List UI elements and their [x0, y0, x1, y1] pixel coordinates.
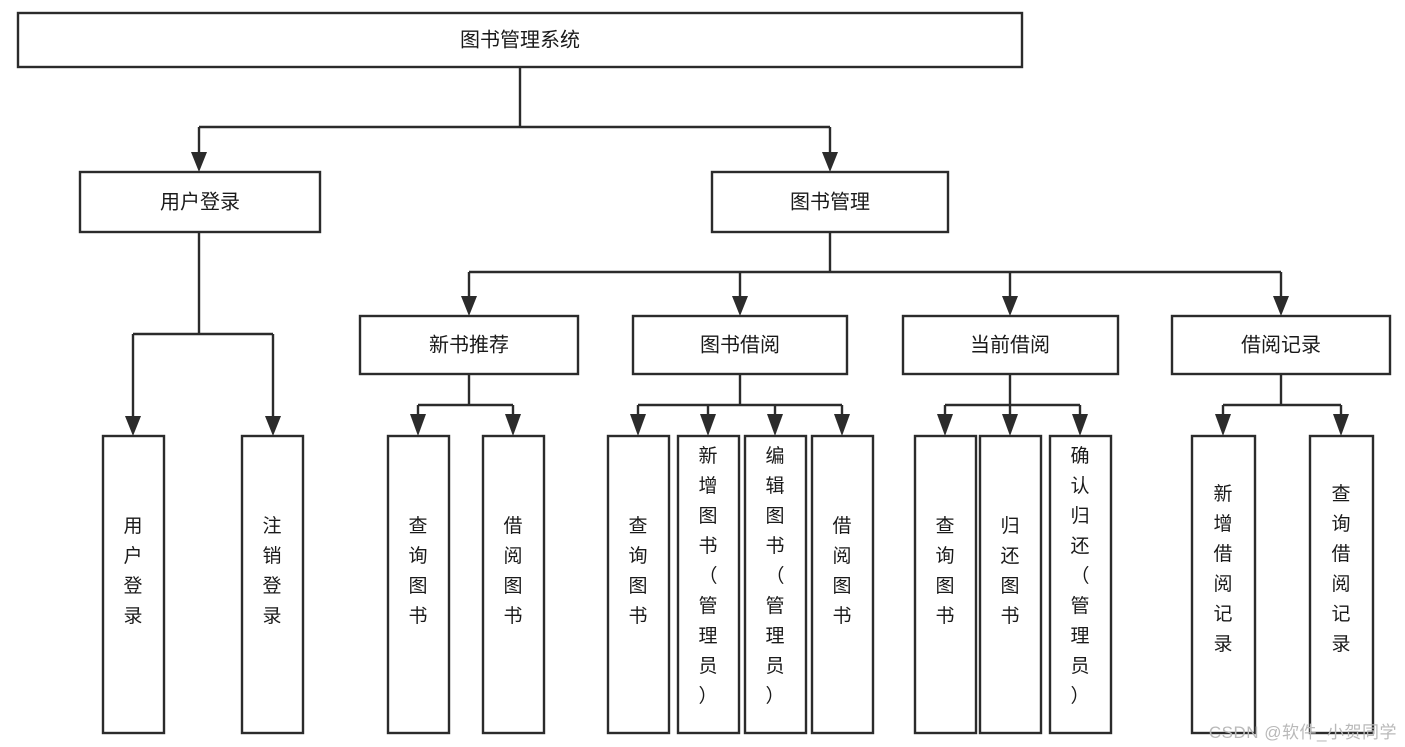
arrow-book-mgmt-to-record [1273, 296, 1289, 316]
arrow-newbook-leaf-2 [505, 414, 521, 436]
arrow-user-login-leaf-1 [125, 416, 141, 436]
arrow-record-leaf-2 [1333, 414, 1349, 436]
node-new-book-recommend[interactable]: 新书推荐 [358, 314, 580, 376]
node-book-management[interactable]: 图书管理 [710, 170, 950, 234]
leaf-node[interactable]: 编辑图书（管理员） [743, 434, 808, 735]
leaf-add-book-admin-box[interactable] [676, 434, 741, 735]
leaf-node[interactable]: 查询图书 [913, 434, 978, 735]
arrow-borrow-leaf-1 [630, 414, 646, 436]
connector-layer [125, 67, 1349, 436]
node-current-borrow-label: 当前借阅 [970, 333, 1050, 356]
leaf-node[interactable]: 查询借阅记录 [1308, 434, 1375, 735]
leaf-node[interactable]: 新增图书（管理员） [676, 434, 741, 735]
arrow-user-login-leaf-2 [265, 416, 281, 436]
node-user-login-label: 用户登录 [160, 190, 240, 213]
leaf-logout-label: 注销登录 [262, 515, 281, 627]
leaf-node[interactable]: 查询图书 [606, 434, 671, 735]
leaf-node[interactable]: 查询图书 [386, 434, 451, 735]
node-current-borrow-box[interactable] [901, 314, 1120, 376]
leaf-return-book-label: 归还图书 [1000, 515, 1019, 627]
arrow-borrow-leaf-4 [834, 414, 850, 436]
arrow-record-leaf-1 [1215, 414, 1231, 436]
leaf-borrow-book-box[interactable] [810, 434, 875, 735]
node-new-book-recommend-box[interactable] [358, 314, 580, 376]
node-root-label: 图书管理系统 [460, 28, 580, 51]
leaf-newbook-query-label: 查询图书 [408, 515, 427, 627]
arrow-current-leaf-1 [937, 414, 953, 436]
leaf-query-record-box[interactable] [1308, 434, 1375, 735]
leaf-node[interactable]: 借阅图书 [810, 434, 875, 735]
node-root[interactable]: 图书管理系统 [16, 11, 1024, 69]
arrow-newbook-leaf-1 [410, 414, 426, 436]
arrow-current-leaf-3 [1072, 414, 1088, 436]
arrow-current-leaf-2 [1002, 414, 1018, 436]
arrow-book-mgmt-to-borrow [732, 296, 748, 316]
leaf-node[interactable]: 注销登录 [240, 434, 305, 735]
leaf-newbook-query-box[interactable] [386, 434, 451, 735]
leaf-newbook-borrow-box[interactable] [481, 434, 546, 735]
leaf-node[interactable]: 借阅图书 [481, 434, 546, 735]
leaf-add-record-label: 新增借阅记录 [1213, 483, 1232, 655]
leaf-confirm-return-admin-label: 确认归还（管理员） [1070, 445, 1089, 707]
leaf-current-query-box[interactable] [913, 434, 978, 735]
node-book-borrow[interactable]: 图书借阅 [631, 314, 849, 376]
node-user-login[interactable]: 用户登录 [78, 170, 322, 234]
leaf-current-query-label: 查询图书 [935, 515, 954, 627]
leaf-node[interactable]: 确认归还（管理员） [1048, 434, 1113, 735]
leaf-return-book-box[interactable] [978, 434, 1043, 735]
arrow-root-to-book-mgmt [822, 152, 838, 172]
leaf-add-book-admin-label: 新增图书（管理员） [698, 445, 717, 707]
leaf-edit-book-admin-box[interactable] [743, 434, 808, 735]
leaf-user-login-box[interactable] [101, 434, 166, 735]
leaf-node[interactable]: 新增借阅记录 [1190, 434, 1257, 735]
arrow-borrow-leaf-2 [700, 414, 716, 436]
node-borrow-record[interactable]: 借阅记录 [1170, 314, 1392, 376]
leaf-borrow-query-label: 查询图书 [628, 515, 647, 627]
arrow-borrow-leaf-3 [767, 414, 783, 436]
node-current-borrow[interactable]: 当前借阅 [901, 314, 1120, 376]
node-new-book-recommend-label: 新书推荐 [429, 333, 509, 356]
leaf-borrow-book-label: 借阅图书 [832, 515, 851, 627]
arrow-book-mgmt-to-current [1002, 296, 1018, 316]
leaf-edit-book-admin-label: 编辑图书（管理员） [765, 445, 784, 707]
leaf-node[interactable]: 用户登录 [101, 434, 166, 735]
leaf-confirm-return-admin-box[interactable] [1048, 434, 1113, 735]
leaf-user-login-label: 用户登录 [123, 516, 142, 627]
node-borrow-record-label: 借阅记录 [1241, 333, 1321, 356]
leaf-borrow-query-box[interactable] [606, 434, 671, 735]
leaf-node[interactable]: 归还图书 [978, 434, 1043, 735]
node-book-borrow-box[interactable] [631, 314, 849, 376]
arrow-root-to-user-login [191, 152, 207, 172]
leaf-add-record-box[interactable] [1190, 434, 1257, 735]
node-book-borrow-label: 图书借阅 [700, 333, 780, 356]
leaf-logout-box[interactable] [240, 434, 305, 735]
node-user-login-box[interactable] [78, 170, 322, 234]
leaf-query-record-label: 查询借阅记录 [1331, 483, 1350, 655]
node-root-box[interactable] [16, 11, 1024, 69]
arrow-book-mgmt-to-newbook [461, 296, 477, 316]
node-borrow-record-box[interactable] [1170, 314, 1392, 376]
node-book-management-box[interactable] [710, 170, 950, 234]
leaf-newbook-borrow-label: 借阅图书 [503, 515, 522, 627]
node-book-management-label: 图书管理 [790, 190, 870, 213]
